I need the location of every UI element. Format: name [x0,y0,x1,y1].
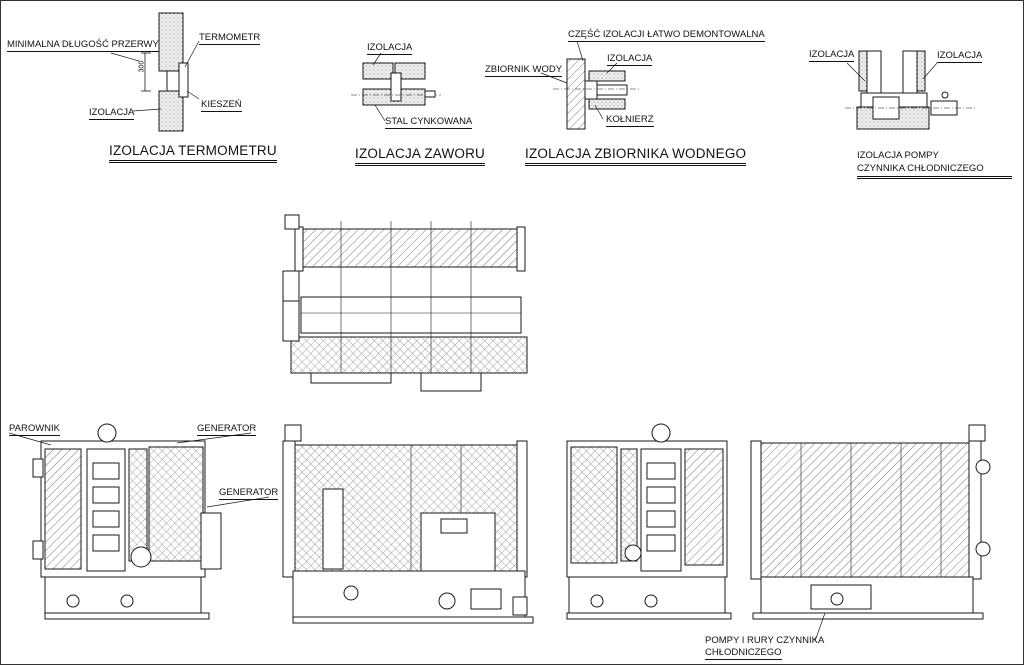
front-view [282,424,534,624]
caption-valve: IZOLACJA ZAWORU [355,146,486,166]
label-dimension: 300 [138,60,146,73]
label-generator-1: GENERATOR [197,423,257,436]
caption-water-box: IZOLACJA ZBIORNIKA WODNEGO [525,146,747,166]
detail-water-box [540,40,641,130]
label-pump-insulation-right: IZOLACJA [937,50,983,63]
label-pocket: KIESZEŃ [201,99,242,112]
label-evaporator: PAROWNIK [9,423,61,436]
top-view [282,214,528,392]
label-min-gap: MINIMALNA DŁUGOŚĆ PRZERWY [7,39,159,52]
detail-thermometer [110,12,200,132]
label-generator-2: GENERATOR [219,487,279,500]
label-pumps-line1: POMPY I RURY CZYNNIKA [705,635,825,646]
caption-thermometer: IZOLACJA TERMOMETRU [109,143,277,163]
detail-pump [845,50,977,130]
label-thermo-insulation: IZOLACJA [89,107,135,120]
rear-view [750,424,991,642]
caption-pump-line1: IZOLACJA POMPY [857,150,939,161]
label-pump-insulation-left: IZOLACJA [809,49,855,62]
label-galvanized-steel: STAL CYNKOWANA [385,116,473,129]
label-water-box: ZBIORNIK WODY [485,64,563,77]
caption-pump-line2: CZYNNIKA CHŁODNICZEGO [857,163,1012,179]
label-pumps-line2: CHŁODNICZEGO [705,647,782,660]
label-thermometer: TERMOMETR [199,32,261,45]
label-flange: KOŁNIERZ [606,114,654,127]
side-view-left [8,423,270,620]
label-waterbox-insulation: IZOLACJA [607,53,653,66]
label-removable-part: CZĘŚĆ IZOLACJI ŁATWO DEMONTOWALNA [568,29,765,42]
detail-valve [351,52,441,122]
side-view-right [566,423,732,620]
label-valve-insulation: IZOLACJA [367,42,413,55]
